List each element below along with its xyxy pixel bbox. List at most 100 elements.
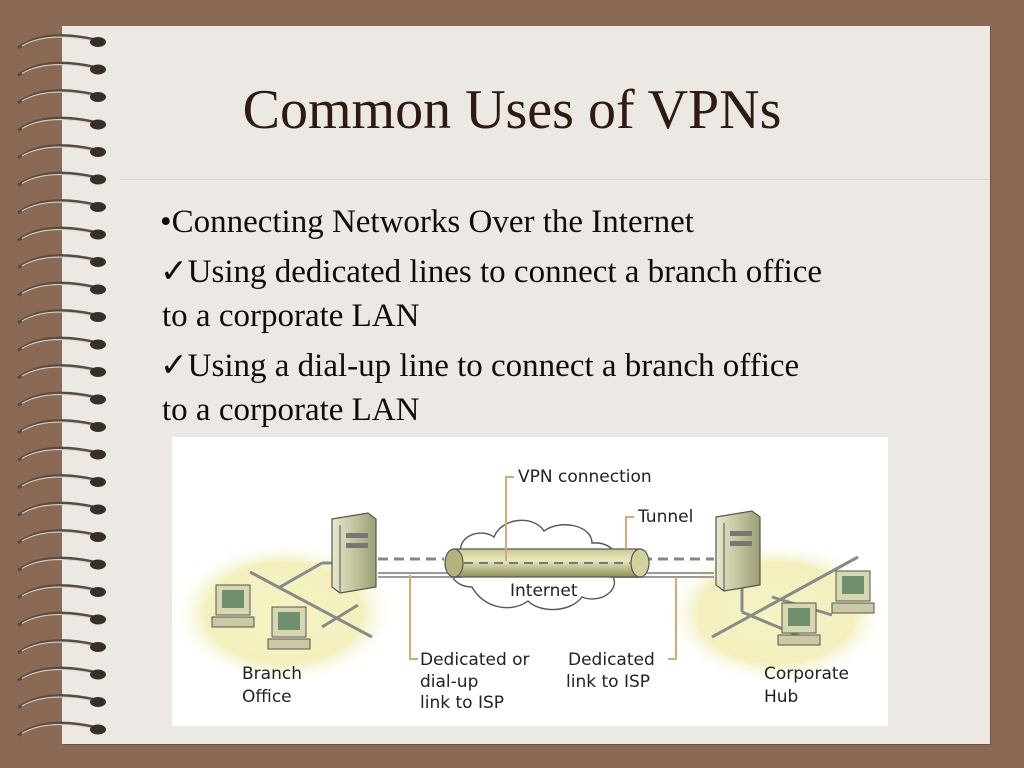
binding-hole: [90, 257, 106, 267]
corporate-hub-label: Hub: [764, 687, 798, 707]
dedicated-link-label: link to ISP: [566, 672, 650, 692]
binding-hole: [90, 312, 106, 322]
internet-label: Internet: [510, 581, 578, 601]
binding-hole: [90, 202, 106, 212]
corporate-workstation-icon: [777, 602, 821, 646]
branch-workstation-icon: [211, 584, 255, 628]
binding-ring-highlight: [21, 256, 95, 267]
binding-ring-highlight: [21, 201, 95, 212]
binding-ring: [17, 226, 97, 242]
binding-ring: [17, 694, 97, 710]
bullet-item: •Connecting Networks Over the Internet: [160, 200, 990, 244]
binding-hole: [90, 92, 106, 102]
spiral-binding: [17, 34, 106, 737]
bullet-list: •Connecting Networks Over the Internet ✓…: [160, 200, 990, 432]
binding-ring-highlight: [21, 476, 95, 487]
binding-ring: [17, 556, 97, 572]
dedicated-or-dialup-label: dial-up: [420, 672, 478, 692]
binding-ring: [17, 501, 97, 517]
binding-ring-highlight: [21, 63, 95, 75]
binding-hole: [90, 504, 106, 515]
binding-hole: [90, 477, 106, 487]
binding-hole: [90, 559, 106, 570]
binding-hole: [90, 339, 106, 350]
binding-ring: [17, 254, 97, 270]
binding-ring-highlight: [21, 393, 95, 405]
binding-hole: [90, 119, 106, 130]
binding-ring-highlight: [21, 311, 95, 322]
binding-ring-highlight: [21, 91, 95, 102]
check-icon: ✓: [160, 348, 188, 384]
branch-office-label: Office: [242, 687, 292, 707]
binding-ring: [17, 336, 97, 352]
bullet-text: Using a dial-up line to connect a branch…: [187, 348, 800, 384]
binding-hole: [90, 669, 106, 680]
binding-ring: [17, 666, 97, 682]
binding-ring-highlight: [21, 641, 95, 652]
binding-ring-highlight: [21, 613, 95, 625]
binding-ring-highlight: [21, 173, 95, 185]
binding-ring-highlight: [21, 146, 95, 157]
bullet-text-continued: to a corporate LAN: [162, 298, 420, 334]
binding-hole: [90, 284, 106, 295]
corporate-workstation-icon: [831, 570, 875, 614]
tunnel-label: Tunnel: [637, 507, 693, 527]
corporate-hub-label: Corporate: [764, 664, 849, 684]
binding-ring: [17, 61, 97, 77]
binding-hole: [90, 697, 106, 707]
vpn-tunnel: [444, 548, 650, 578]
dedicated-link-label: Dedicated: [568, 650, 655, 670]
binding-ring: [17, 721, 97, 737]
branch-workstation-icon: [267, 606, 311, 650]
dedicated-or-dialup-label: link to ISP: [420, 693, 504, 713]
bullet-marker: •: [160, 204, 172, 240]
binding-ring: [17, 584, 97, 600]
binding-ring: [17, 474, 97, 490]
binding-hole: [90, 147, 106, 157]
bullet-item: ✓Using dedicated lines to connect a bran…: [160, 250, 990, 338]
corporate-server-icon: [715, 510, 761, 592]
binding-ring-highlight: [21, 118, 95, 130]
binding-ring-highlight: [21, 503, 95, 515]
binding-ring: [17, 144, 97, 160]
binding-ring-highlight: [21, 696, 95, 707]
binding-ring-highlight: [21, 531, 95, 542]
vpn-connection-label: VPN connection: [518, 467, 652, 487]
binding-ring: [17, 419, 97, 435]
branch-lan-cable: [249, 561, 373, 639]
binding-ring-highlight: [21, 366, 95, 377]
binding-hole: [90, 532, 106, 542]
binding-ring-highlight: [21, 586, 95, 597]
binding-ring: [17, 171, 97, 187]
title-divider: [120, 179, 990, 180]
binding-ring: [17, 446, 97, 462]
branch-office-label: Branch: [242, 664, 302, 684]
binding-ring-highlight: [21, 558, 95, 570]
dedicated-or-dialup-label: Dedicated or: [420, 650, 530, 670]
binding-ring: [17, 639, 97, 655]
binding-hole: [90, 724, 106, 735]
binding-hole: [90, 422, 106, 432]
binding-hole: [90, 37, 106, 47]
bullet-text-continued: to a corporate LAN: [162, 392, 420, 428]
bullet-text: Connecting Networks Over the Internet: [171, 204, 694, 240]
bullet-text: Using dedicated lines to connect a branc…: [187, 254, 823, 290]
bullet-item: ✓Using a dial-up line to connect a branc…: [160, 344, 990, 432]
binding-ring: [17, 281, 97, 297]
binding-ring-highlight: [21, 448, 95, 460]
binding-ring-highlight: [21, 668, 95, 680]
binding-hole: [90, 174, 106, 185]
label-leader-lines: [409, 476, 677, 660]
binding-hole: [90, 614, 106, 625]
binding-ring-highlight: [21, 36, 95, 47]
binding-ring: [17, 116, 97, 132]
slide-title: Common Uses of VPNs: [242, 79, 782, 141]
binding-hole: [90, 64, 106, 75]
binding-ring: [17, 89, 97, 105]
binding-ring: [17, 611, 97, 627]
binding-ring-highlight: [21, 723, 95, 735]
binding-ring: [17, 364, 97, 380]
binding-ring-highlight: [21, 421, 95, 432]
vpn-network-diagram: VPN connection Tunnel Internet Branch Of…: [172, 437, 888, 726]
binding-ring: [17, 391, 97, 407]
